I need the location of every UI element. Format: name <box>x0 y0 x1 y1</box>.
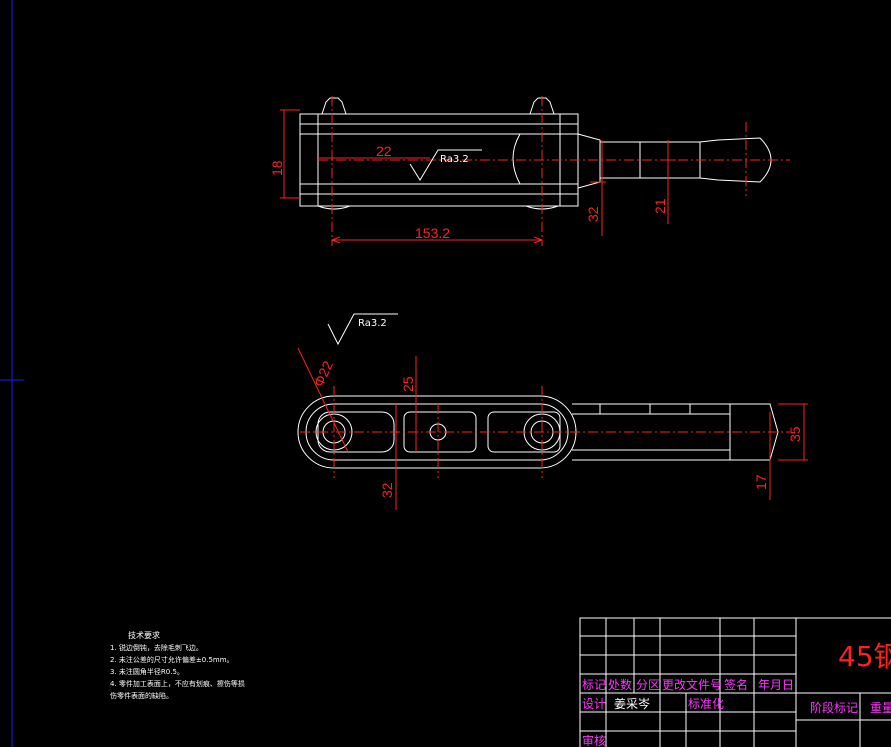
review-label: 审核 <box>582 733 606 747</box>
weight-label: 重量 <box>870 701 891 715</box>
top-view <box>299 97 772 210</box>
header-mark: 标记 <box>582 678 606 692</box>
dim-hole-diameter: Φ22 <box>310 358 336 389</box>
technical-requirements: 技术要求 1. 锐边倒钝，去除毛刺飞边。 2. 未注公差的尺寸允许偏差±0.5m… <box>110 630 245 702</box>
material-label: 45钢 <box>838 640 891 673</box>
note-item: 3. 未注圆角半径R0.5。 <box>110 668 184 676</box>
header-signature: 签名 <box>724 677 748 692</box>
bottom-roughness <box>327 313 398 346</box>
top-roughness-label: Ra3.2 <box>440 154 469 165</box>
top-roughness <box>409 149 482 181</box>
top-view-dimensions <box>280 96 790 246</box>
title-block-headers: 标记 处数 分区 更改文件号 签名 年月日 <box>582 677 794 692</box>
dim-body-height: 32 <box>379 482 395 498</box>
header-date: 年月日 <box>758 678 794 692</box>
note-item: 2. 未注公差的尺寸允许偏差±0.5mm。 <box>110 656 234 664</box>
note-item: 4. 零件加工表面上，不应有划痕、擦伤等损 <box>110 680 245 688</box>
dim-overall-length: 153.2 <box>415 225 450 241</box>
dim-end-offset: 17 <box>753 474 769 490</box>
bottom-view-dimensions <box>297 347 808 510</box>
note-item: 1. 锐边倒钝，去除毛刺飞边。 <box>110 644 203 652</box>
bottom-roughness-label: Ra3.2 <box>358 318 387 329</box>
dim-handle-21: 21 <box>652 198 668 214</box>
designer-name: 姜采岑 <box>614 697 650 711</box>
header-zone: 分区 <box>636 678 660 692</box>
title-block-grid <box>579 617 891 747</box>
bolt-head-left <box>321 97 347 115</box>
header-change-doc: 更改文件号 <box>662 677 722 692</box>
design-label: 设计 <box>582 697 606 711</box>
standardize-label: 标准化 <box>688 697 724 711</box>
dim-slot-height: 25 <box>400 376 416 392</box>
note-item: 伤零件表面的缺陷。 <box>110 692 173 700</box>
dim-slot-width: 22 <box>376 143 392 159</box>
dim-end-width: 35 <box>787 426 803 442</box>
header-count: 处数 <box>608 677 632 692</box>
stage-mark-label: 阶段标记 <box>810 700 858 715</box>
dim-height-32: 32 <box>585 206 601 222</box>
dim-height-18: 18 <box>269 160 285 176</box>
link-outline <box>297 395 577 469</box>
notes-title: 技术要求 <box>128 631 160 640</box>
